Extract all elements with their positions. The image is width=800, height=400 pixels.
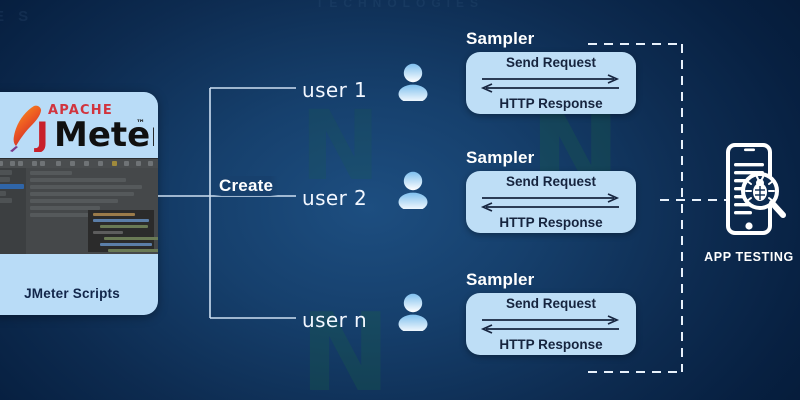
user-label-2: user 2 — [302, 186, 368, 210]
send-request-label: Send Request — [505, 174, 597, 189]
request-response-arrows-icon — [480, 315, 620, 334]
request-response-arrows-icon — [480, 193, 620, 212]
sampler-title-2: Sampler — [466, 148, 535, 167]
watermark-letter-icon: N — [300, 291, 391, 400]
user-label-3: user n — [302, 308, 368, 332]
sampler-box-3: Send Request HTTP Response — [466, 293, 636, 355]
watermark-left-text: E S — [0, 8, 34, 25]
http-response-label: HTTP Response — [499, 337, 603, 352]
http-response-label: HTTP Response — [499, 215, 603, 230]
jmeter-ide-screenshot — [0, 158, 158, 254]
jmeter-scripts-caption: JMeter Scripts — [24, 286, 120, 301]
svg-text:APACHE: APACHE — [48, 103, 113, 118]
ide-toolbar — [0, 159, 158, 168]
svg-text:J: J — [34, 115, 49, 152]
user-avatar-icon — [398, 171, 428, 209]
ide-code-editor — [88, 210, 158, 252]
request-response-arrows-icon — [480, 74, 620, 93]
watermark-letter-icon: N — [300, 90, 381, 202]
sampler-box-1: Send Request HTTP Response — [466, 52, 636, 114]
user-avatar-icon — [398, 63, 428, 101]
send-request-label: Send Request — [505, 55, 597, 70]
sampler-box-2: Send Request HTTP Response — [466, 171, 636, 233]
app-testing-caption: APP TESTING — [704, 250, 794, 264]
jmeter-scripts-card: APACHE J Meter ™ — [0, 92, 158, 315]
phone-bug-magnifier-icon — [726, 143, 786, 235]
watermark-top-text: TECHNOLOGIES — [315, 0, 484, 10]
http-response-label: HTTP Response — [499, 96, 603, 111]
ide-detail-panel — [26, 168, 158, 254]
svg-text:™: ™ — [136, 119, 145, 129]
user-label-1: user 1 — [302, 78, 368, 102]
user-avatar-icon — [398, 293, 428, 331]
send-request-label: Send Request — [505, 296, 597, 311]
ide-tree-panel — [0, 168, 26, 254]
apache-jmeter-logo-icon: APACHE J Meter ™ — [10, 103, 154, 152]
create-label: Create — [214, 176, 279, 196]
svg-text:Meter: Meter — [54, 115, 154, 152]
sampler-title-1: Sampler — [466, 29, 535, 48]
sampler-title-3: Sampler — [466, 270, 535, 289]
